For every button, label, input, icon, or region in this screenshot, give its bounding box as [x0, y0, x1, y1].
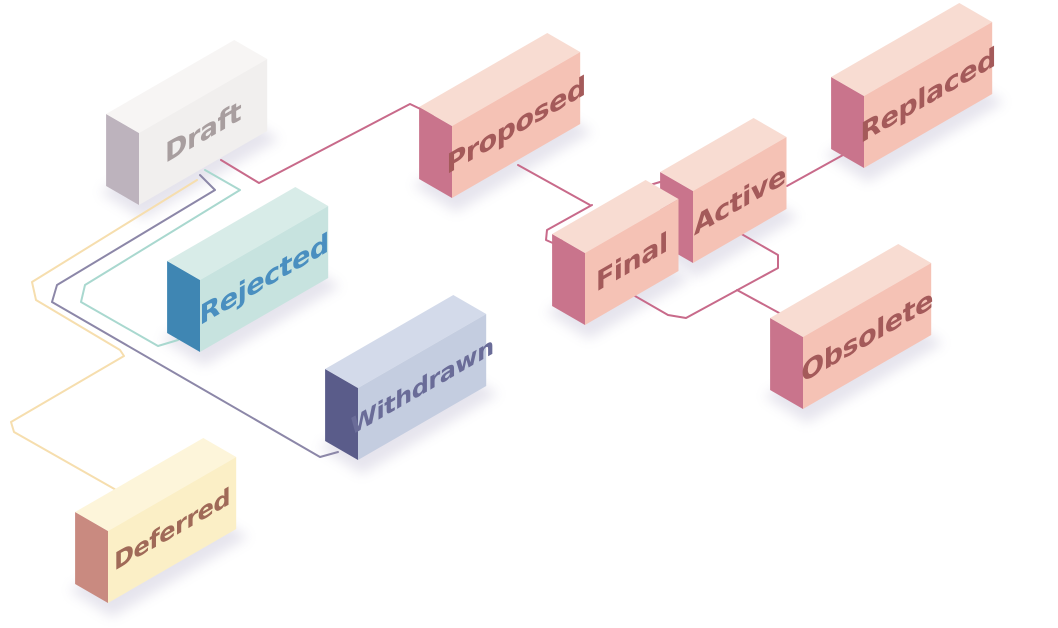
- status-block-active: Active: [660, 118, 787, 263]
- block-side-face: [770, 318, 803, 409]
- edge-draft-to-deferred: [10, 179, 198, 496]
- block-top-face: [552, 180, 679, 253]
- block-front-face: [452, 52, 581, 198]
- status-block-final: Final: [552, 180, 679, 325]
- block-top-face: [831, 3, 993, 96]
- block-top-face: [106, 40, 268, 133]
- block-side-face: [167, 261, 200, 352]
- block-front-face: [108, 457, 237, 603]
- block-front-face: [200, 206, 329, 352]
- edge-active-to-final: [627, 231, 779, 319]
- block-front-face: [803, 263, 932, 409]
- block-top-face: [167, 187, 329, 280]
- block-top-face: [660, 118, 787, 191]
- edge-draft-to-withdrawn: [51, 174, 339, 458]
- block-side-face: [419, 107, 452, 198]
- block-side-face: [75, 512, 108, 603]
- block-front-face: [693, 137, 787, 263]
- block-side-face: [552, 234, 585, 325]
- block-front-face: [139, 59, 268, 205]
- edge-active-to-replaced: [786, 154, 844, 187]
- block-side-face: [106, 114, 139, 205]
- status-block-rejected: Rejected: [167, 187, 329, 352]
- block-side-face: [325, 369, 358, 460]
- block-front-face: [585, 199, 679, 325]
- block-front-face: [864, 22, 993, 168]
- block-top-face: [770, 244, 932, 337]
- block-top-face: [419, 33, 581, 126]
- block-front-face: [358, 314, 487, 460]
- status-block-proposed: Proposed: [419, 33, 586, 198]
- block-side-face: [831, 77, 864, 168]
- edge-proposed-to-final: [517, 164, 591, 206]
- block-top-face: [325, 295, 487, 388]
- status-blocks: DraftRejectedWithdrawnDeferredProposedAc…: [75, 3, 996, 603]
- block-top-face: [75, 438, 237, 531]
- edge-draft-to-rejected: [80, 169, 241, 347]
